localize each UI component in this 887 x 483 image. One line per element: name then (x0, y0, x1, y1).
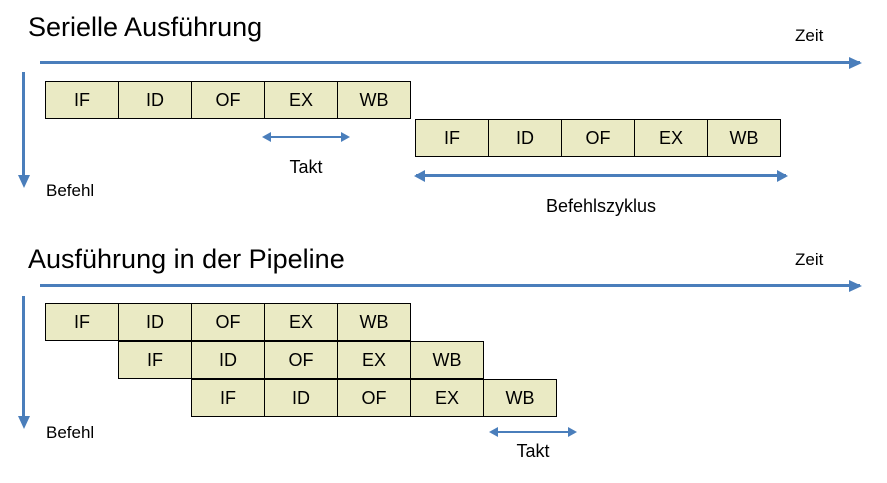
stage-cell: ID (191, 341, 265, 379)
stage-cell: WB (707, 119, 781, 157)
stage-cell: EX (264, 303, 338, 341)
stage-cell: OF (191, 303, 265, 341)
stage-cell: EX (264, 81, 338, 119)
stage-cell: IF (191, 379, 265, 417)
time-axis-label-serial: Zeit (795, 26, 824, 45)
measure-caption-takt-pipeline: Takt (516, 441, 550, 461)
page-title-pipeline: Ausführung in der Pipeline (28, 244, 345, 274)
instruction-axis-arrow-serial (22, 72, 25, 177)
time-axis-label-pipeline: Zeit (795, 250, 824, 269)
stage-cell: WB (410, 341, 484, 379)
stage-cell: EX (634, 119, 708, 157)
stage-cell: OF (337, 379, 411, 417)
stage-cell: OF (264, 341, 338, 379)
measure-arrow-takt-pipeline (491, 431, 575, 433)
stage-cell: IF (415, 119, 489, 157)
stage-cell: ID (264, 379, 338, 417)
table-row: IF ID OF EX WB (415, 119, 781, 157)
stage-cell: OF (191, 81, 265, 119)
stage-cell: WB (483, 379, 557, 417)
instruction-axis-label-serial: Befehl (46, 181, 95, 200)
instruction-axis-label-pipeline: Befehl (46, 423, 95, 442)
section-pipeline-execution: Ausführung in der Pipeline Zeit Befehl I… (0, 240, 887, 483)
stage-cell: IF (45, 303, 119, 341)
stage-cell: IF (45, 81, 119, 119)
table-row: IF ID OF EX WB (118, 341, 484, 379)
section-serial-execution: Serielle Ausführung Zeit Befehl IF ID OF… (0, 0, 887, 240)
stage-cell: ID (118, 81, 192, 119)
stage-cell: EX (410, 379, 484, 417)
table-row: IF ID OF EX WB (45, 81, 411, 119)
measure-caption-takt-serial: Takt (289, 157, 323, 177)
stage-cell: WB (337, 81, 411, 119)
time-axis-arrow-pipeline (40, 284, 860, 287)
table-row: IF ID OF EX WB (191, 379, 557, 417)
stage-cell: IF (118, 341, 192, 379)
table-row: IF ID OF EX WB (45, 303, 411, 341)
measure-arrow-befehlszyklus (416, 174, 786, 177)
measure-arrow-takt-serial (264, 136, 348, 138)
stage-cell: WB (337, 303, 411, 341)
stage-cell: ID (488, 119, 562, 157)
stage-cell: ID (118, 303, 192, 341)
page-title-serial: Serielle Ausführung (28, 12, 263, 42)
time-axis-arrow-serial (40, 61, 860, 64)
stage-cell: OF (561, 119, 635, 157)
instruction-axis-arrow-pipeline (22, 296, 25, 418)
measure-caption-befehlszyklus: Befehlszyklus (545, 196, 657, 216)
stage-cell: EX (337, 341, 411, 379)
